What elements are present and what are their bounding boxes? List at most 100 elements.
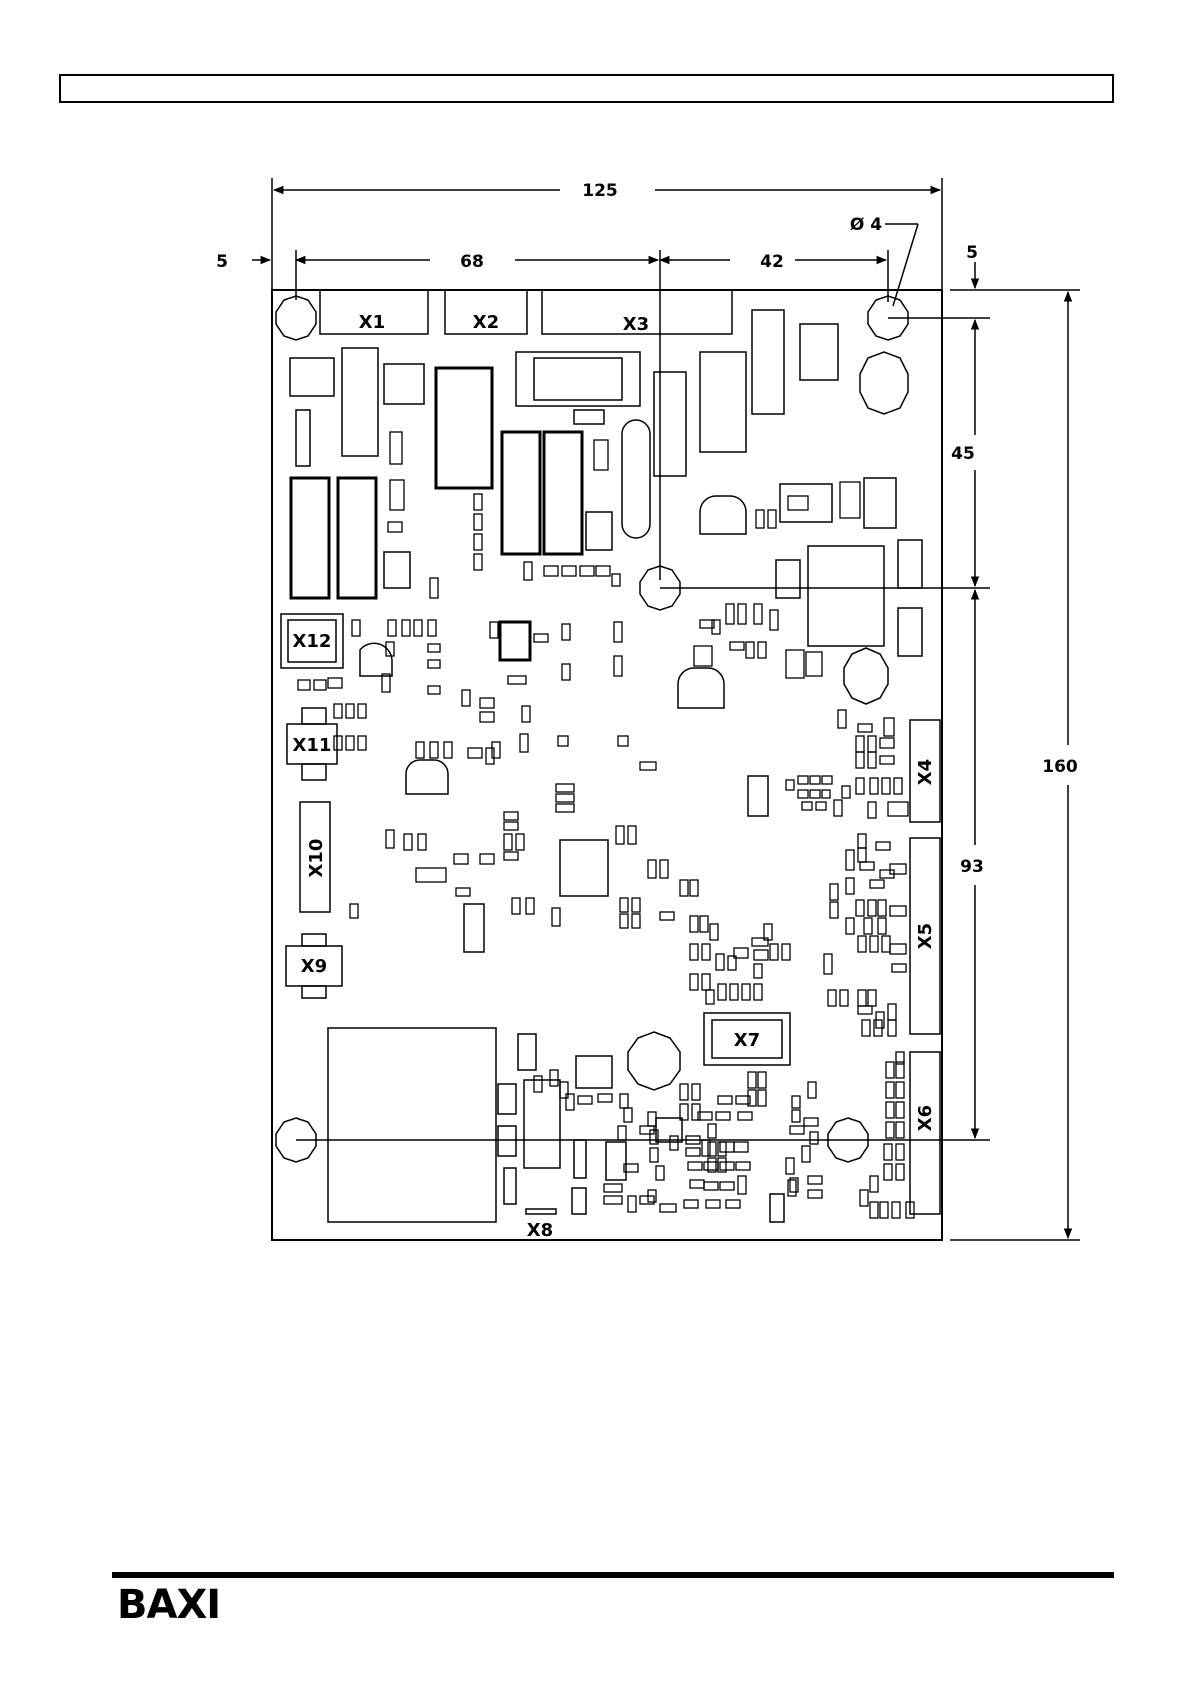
smd-part: [887, 1019, 897, 1037]
smd-part: [809, 789, 821, 799]
smd-part: [427, 659, 441, 669]
label-x12: X12: [293, 631, 332, 652]
connector-x6: [909, 1051, 941, 1215]
capacitor: [843, 647, 889, 705]
component-transformer: [699, 351, 747, 453]
smd-part: [869, 1175, 879, 1193]
component: [585, 511, 613, 551]
smd-part: [389, 479, 405, 511]
dim-hole-diameter: Ø 4: [850, 215, 882, 235]
smd-part: [345, 735, 355, 751]
smd-part: [639, 1195, 655, 1205]
smd-part: [709, 923, 719, 941]
smd-part: [895, 1143, 905, 1161]
smd-part: [891, 1201, 901, 1219]
label-x6: X6: [915, 1105, 936, 1131]
smd-part: [689, 915, 699, 933]
component: [863, 477, 897, 529]
smd-part: [685, 1135, 701, 1145]
smd-part: [727, 955, 737, 971]
smd-part: [837, 709, 847, 729]
smd-part: [895, 1101, 905, 1119]
component: [503, 1167, 517, 1205]
smd-part: [551, 907, 561, 927]
component: [653, 371, 687, 477]
smd-part: [473, 533, 483, 551]
smd-part: [555, 803, 575, 813]
dim-overall-height: 160: [1042, 757, 1078, 777]
smd-part: [845, 917, 855, 935]
smd-part: [729, 983, 739, 1001]
smd-part: [415, 741, 425, 759]
component-relay: [500, 430, 542, 556]
smd-part: [867, 899, 877, 917]
smd-part: [889, 905, 907, 917]
smd-part: [401, 619, 411, 637]
smd-part: [807, 1175, 823, 1185]
smd-part: [489, 621, 499, 639]
smd-part: [757, 1071, 767, 1089]
smd-part: [859, 1189, 869, 1207]
smd-part: [639, 1125, 655, 1135]
connector-x10: [299, 801, 331, 913]
smd-part: [707, 1141, 717, 1157]
label-x9: X9: [301, 956, 327, 977]
smd-part: [839, 989, 849, 1007]
smd-part: [855, 751, 865, 769]
smd-part: [639, 761, 657, 771]
smd-part: [821, 775, 833, 785]
smd-part: [683, 1199, 699, 1209]
component: [289, 357, 335, 397]
smd-part: [691, 1083, 701, 1101]
smd-part: [555, 793, 575, 803]
component: [799, 323, 839, 381]
smd-part: [797, 789, 809, 799]
smd-part: [887, 1003, 897, 1021]
smd-part: [881, 935, 891, 953]
connector-x3: [541, 289, 733, 335]
smd-part: [879, 737, 895, 749]
smd-part: [821, 789, 831, 799]
mounting-hole: [867, 295, 909, 341]
smd-part: [689, 943, 699, 961]
smd-part: [603, 1195, 623, 1205]
smd-part: [745, 641, 755, 659]
smd-part: [733, 1141, 749, 1153]
smd-part: [757, 641, 767, 659]
smd-part: [647, 859, 657, 879]
smd-part: [507, 675, 527, 685]
smd-part: [313, 679, 327, 691]
smd-part: [603, 1183, 623, 1193]
smd-part: [857, 989, 867, 1007]
smd-part: [521, 705, 531, 723]
smd-part: [829, 883, 839, 901]
component: [897, 539, 923, 589]
smd-part: [715, 1111, 731, 1121]
smd-part: [593, 439, 609, 471]
smd-part: [503, 851, 519, 861]
component: [515, 351, 641, 407]
smd-part: [857, 1005, 873, 1015]
smd-part: [807, 1189, 823, 1199]
smd-part: [687, 1161, 703, 1171]
connector-x11-tab: [301, 763, 327, 781]
component: [533, 357, 623, 401]
smd-part: [427, 643, 441, 653]
connector-x9-tab: [301, 985, 327, 999]
smd-part: [699, 915, 709, 933]
smd-part: [857, 847, 867, 863]
smd-part: [623, 1107, 633, 1123]
dim-overall-width: 125: [582, 181, 618, 201]
smd-part: [619, 897, 629, 913]
capacitor: [405, 759, 449, 795]
smd-part: [389, 431, 403, 465]
smd-part: [833, 799, 843, 817]
smd-part: [679, 1083, 689, 1101]
smd-part: [533, 633, 549, 643]
smd-part: [559, 1081, 569, 1099]
smd-part: [881, 777, 891, 795]
smd-part: [715, 953, 725, 971]
smd-part: [455, 887, 471, 897]
component: [497, 1083, 517, 1115]
